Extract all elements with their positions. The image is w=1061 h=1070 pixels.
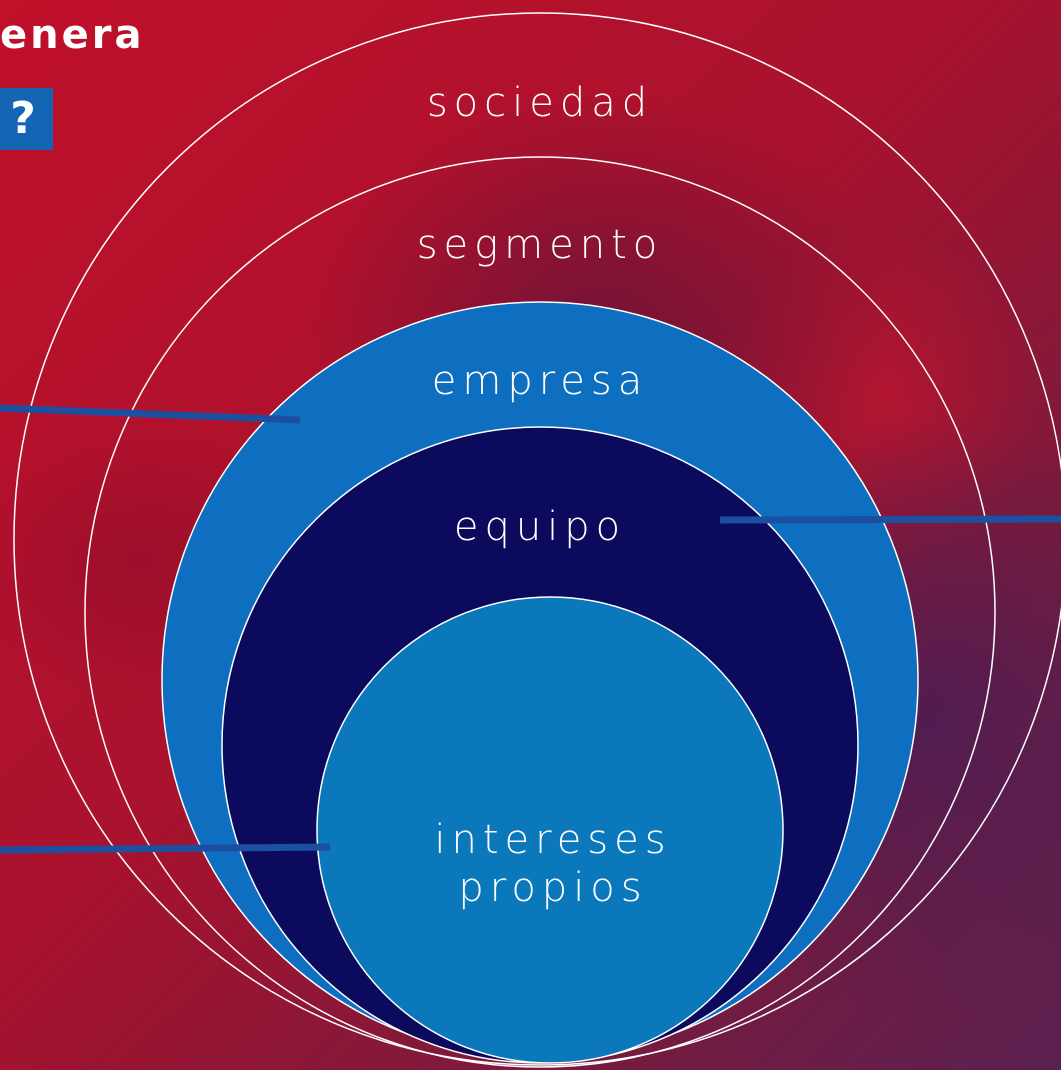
label-propios: propios xyxy=(458,865,647,911)
label-segmento: segmento xyxy=(417,222,664,268)
label-sociedad: sociedad xyxy=(427,80,653,126)
label-empresa: empresa xyxy=(432,358,649,404)
connector-line-empresa xyxy=(0,404,301,424)
circle-segmento xyxy=(84,156,996,1068)
slide-title-fragment: enera xyxy=(0,12,145,58)
connector-line-equipo xyxy=(719,515,1061,524)
label-intereses: intereses xyxy=(434,817,671,863)
circle-intereses-propios xyxy=(316,596,784,1064)
circle-sociedad xyxy=(13,12,1061,1066)
question-mark: ? xyxy=(10,93,36,144)
question-mark-box: ? xyxy=(0,88,53,150)
label-equipo: equipo xyxy=(454,504,626,550)
connector-line-intereses xyxy=(0,843,331,854)
